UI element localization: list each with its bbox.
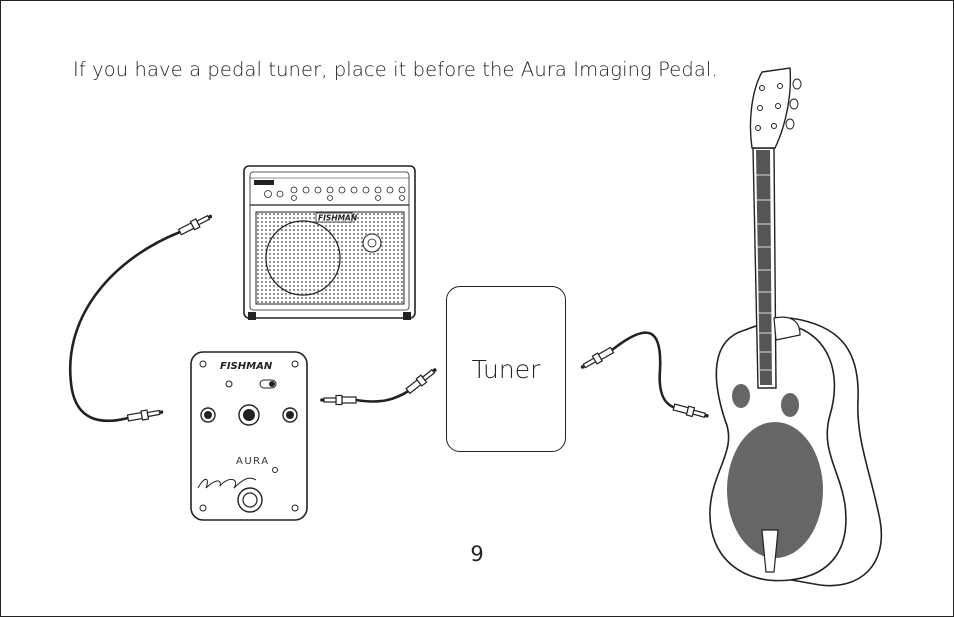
pedal-model-logo: AURA <box>236 456 270 467</box>
cable-tuner-to-pedal <box>320 368 437 406</box>
amp-brand-logo: FISHMAN <box>318 214 358 223</box>
pedal-brand-logo: FISHMAN <box>220 361 273 372</box>
tuner-label: Tuner <box>471 354 541 384</box>
amplifier: FISHMAN <box>243 165 416 320</box>
acoustic-guitar <box>709 67 883 587</box>
cable-pedal-to-amp <box>69 214 213 423</box>
tuner-box: Tuner <box>446 286 566 452</box>
instruction-text: If you have a pedal tuner, place it befo… <box>73 58 718 81</box>
cable-guitar-to-tuner <box>580 331 709 418</box>
page-number: 9 <box>470 542 484 566</box>
aura-imaging-pedal: FISHMAN AURA <box>190 351 308 521</box>
